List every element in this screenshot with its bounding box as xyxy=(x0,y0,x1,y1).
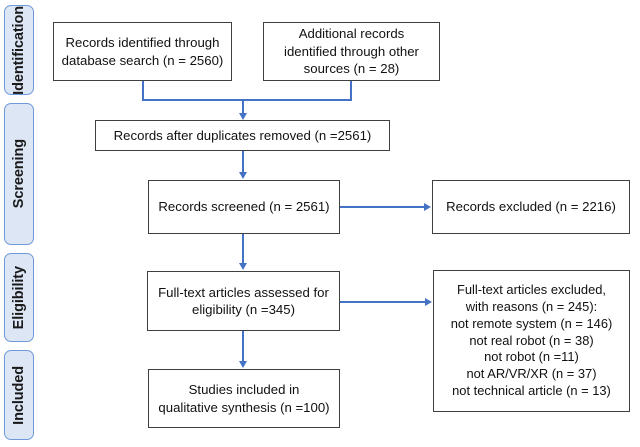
stage-label-identification: Identification xyxy=(4,5,34,95)
connector-additional-down xyxy=(350,81,352,101)
stage-label-included: Included xyxy=(4,350,34,440)
stage-label-screening: Screening xyxy=(4,103,34,245)
arrowhead-to-records-excluded xyxy=(424,202,431,211)
arrowhead-to-duplicates xyxy=(238,113,247,120)
connector-db-down xyxy=(142,81,144,101)
box-records-excluded: Records excluded (n = 2216) xyxy=(432,180,630,234)
box-records-after-duplicates-removed-text: Records after duplicates removed (n =256… xyxy=(113,127,372,143)
connector-merge-to-duplicates xyxy=(242,99,244,114)
arrowhead-to-studies-included xyxy=(238,361,247,368)
stage-label-identification-text: Identification xyxy=(11,5,27,95)
stage-label-eligibility: Eligibility xyxy=(4,253,34,342)
box-studies-included-qualitative-synthesis: Studies included in qualitative synthesi… xyxy=(148,369,340,428)
box-records-after-duplicates-removed: Records after duplicates removed (n =256… xyxy=(95,120,390,151)
stage-label-screening-text: Screening xyxy=(11,139,27,209)
connector-fulltext-to-included xyxy=(242,331,244,362)
stage-label-included-text: Included xyxy=(11,365,27,425)
box-records-identified-database: Records identified through database sear… xyxy=(53,22,232,81)
box-studies-included-qualitative-synthesis-text: Studies included in qualitative synthesi… xyxy=(158,382,330,415)
box-fulltext-articles-assessed: Full-text articles assessed for eligibil… xyxy=(147,271,340,331)
box-records-screened-text: Records screened (n = 2561) xyxy=(158,199,330,215)
connector-screened-to-fulltext xyxy=(242,234,244,264)
connector-duplicates-to-screened xyxy=(242,151,244,173)
stage-label-eligibility-text: Eligibility xyxy=(11,265,27,330)
box-fulltext-articles-excluded-with-reasons: Full-text articles excluded, with reason… xyxy=(433,270,630,412)
box-records-identified-database-text: Records identified through database sear… xyxy=(61,35,224,68)
box-fulltext-articles-assessed-text: Full-text articles assessed for eligibil… xyxy=(158,284,329,317)
arrowhead-to-screened xyxy=(238,172,247,179)
box-fulltext-articles-excluded-with-reasons-text: Full-text articles excluded, with reason… xyxy=(450,282,613,398)
connector-screened-to-excluded xyxy=(340,206,425,208)
box-records-excluded-text: Records excluded (n = 2216) xyxy=(446,199,616,215)
connector-fulltext-to-excluded xyxy=(340,301,426,303)
arrowhead-to-fulltext-excluded xyxy=(425,297,432,306)
box-additional-records-other-sources-text: Additional records identified through ot… xyxy=(284,26,419,77)
box-additional-records-other-sources: Additional records identified through ot… xyxy=(263,22,440,81)
arrowhead-to-fulltext-assessed xyxy=(238,263,247,270)
connector-merge-horizontal xyxy=(142,99,352,101)
box-records-screened: Records screened (n = 2561) xyxy=(148,180,340,234)
